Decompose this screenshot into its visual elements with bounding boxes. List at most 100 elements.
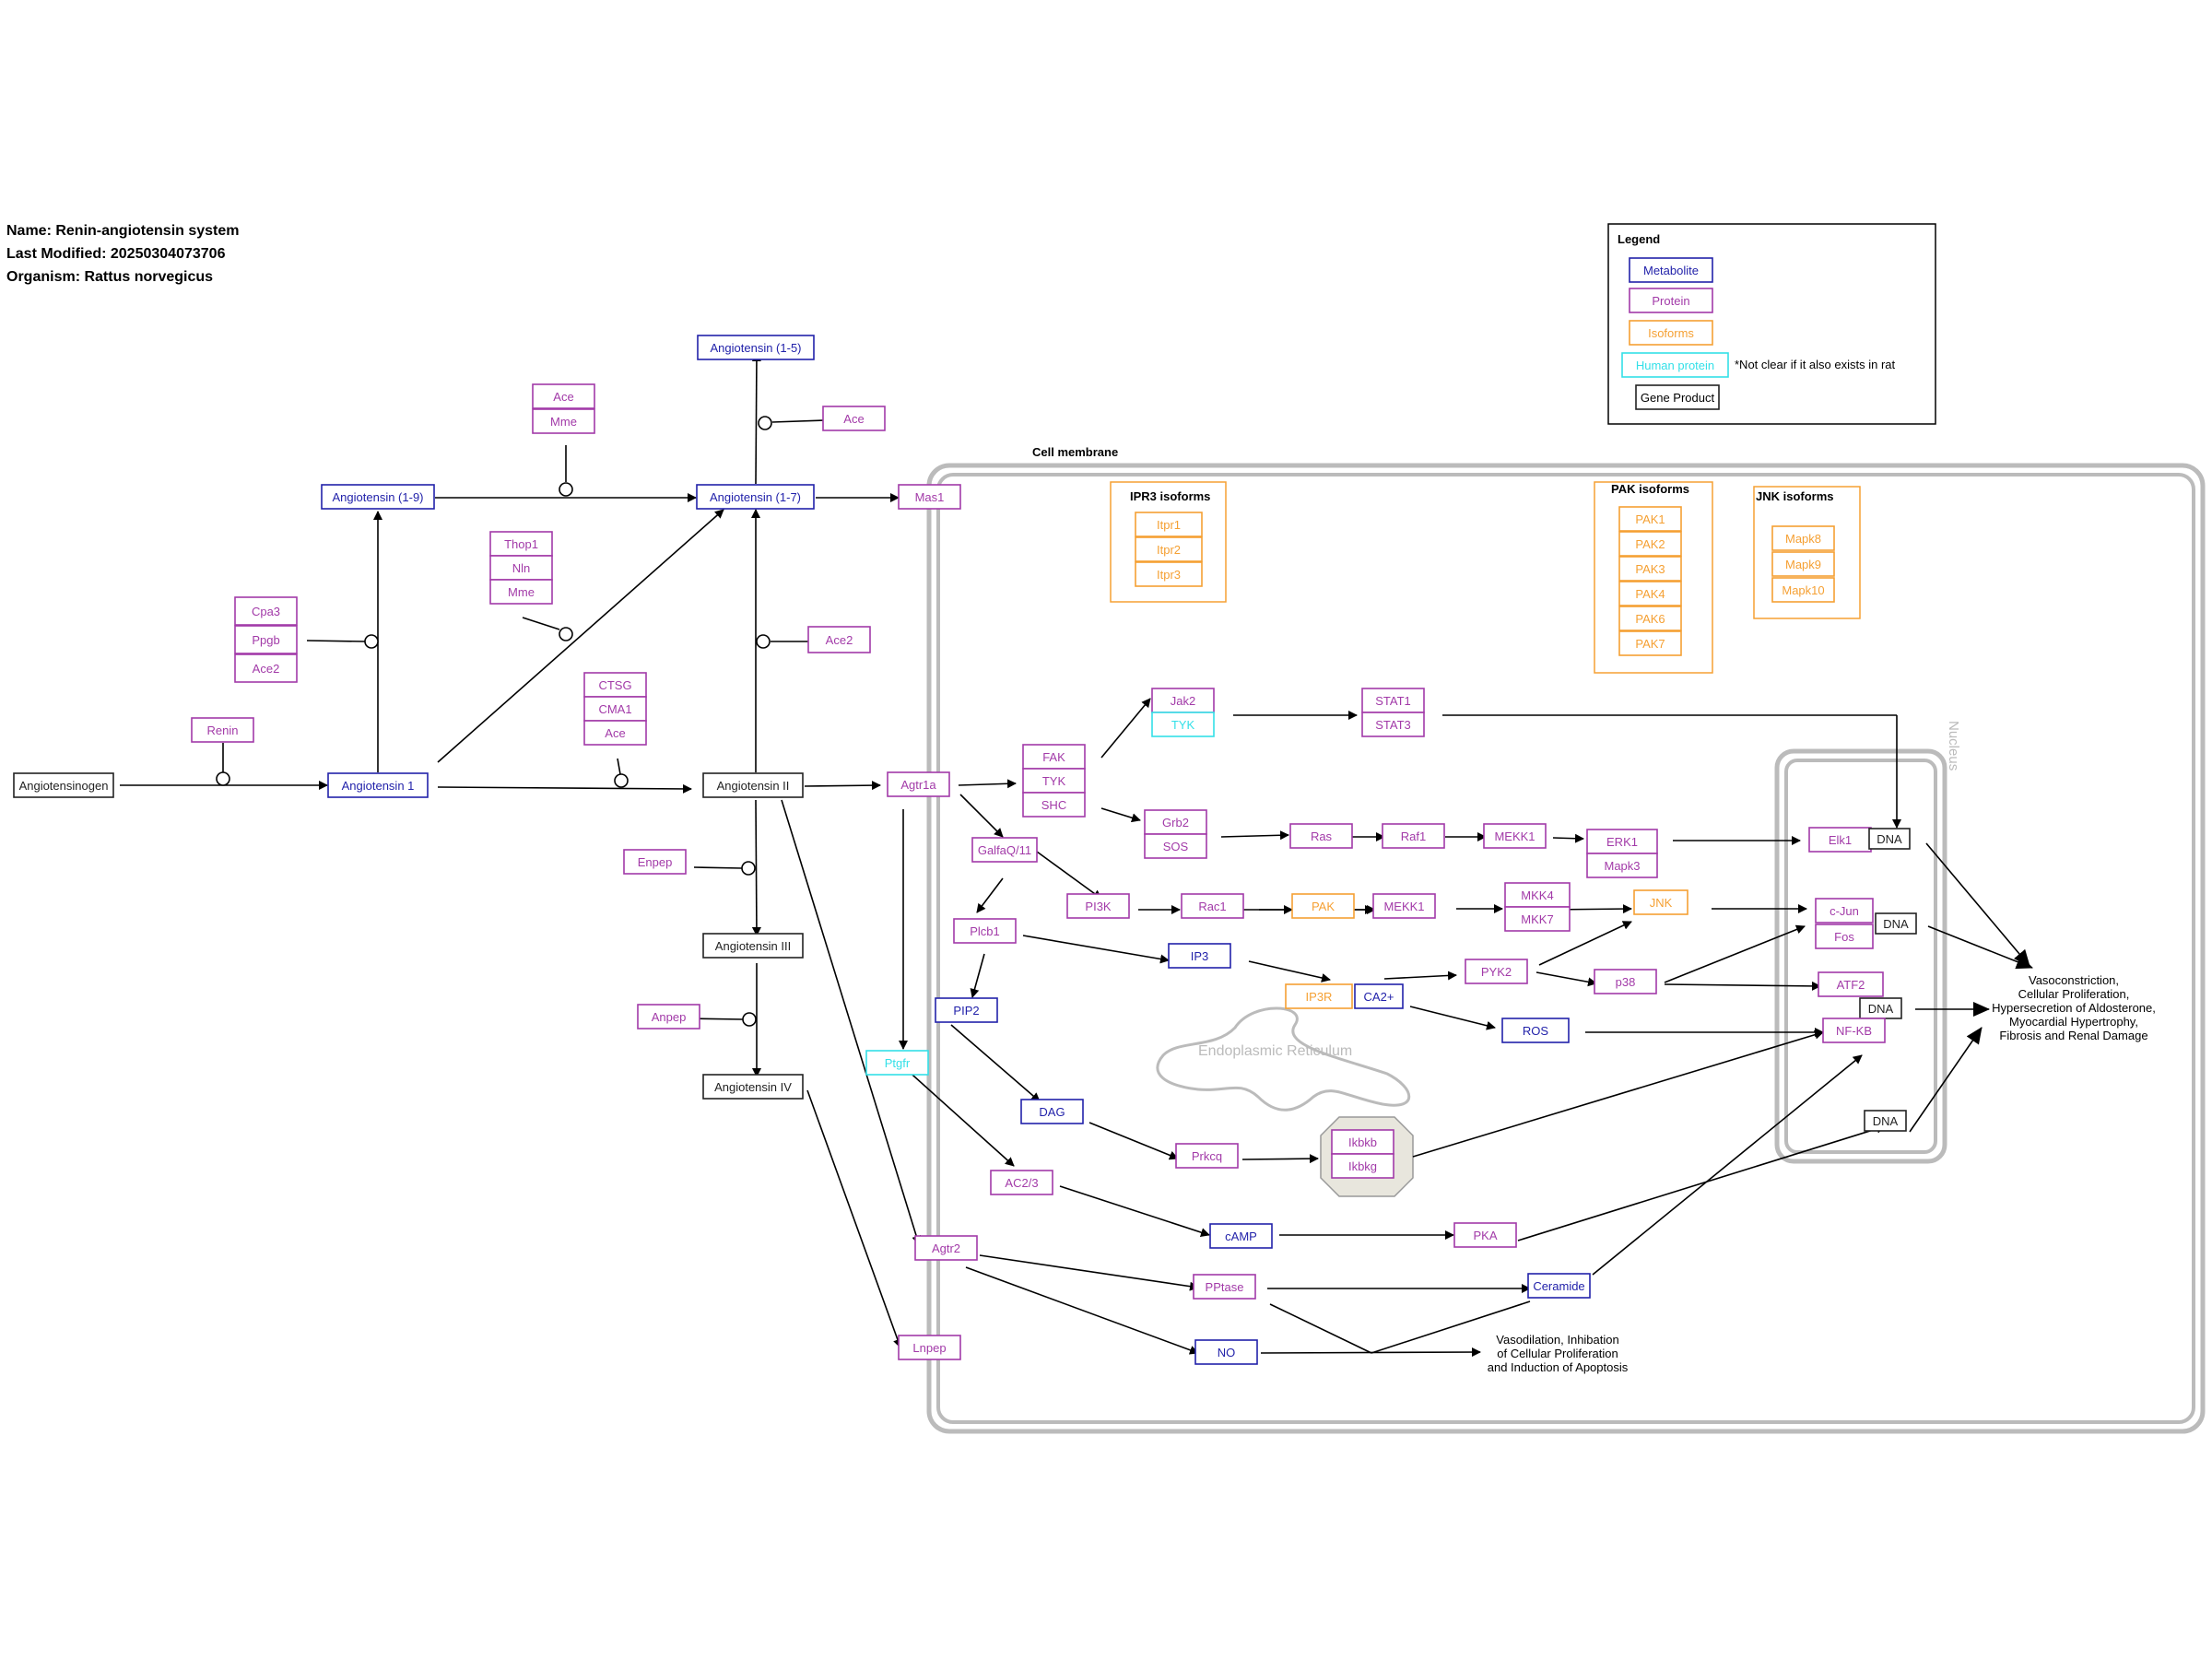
node-ace-mid[interactable]: Ace [583,720,647,746]
node-ang17[interactable]: Angiotensin (1-7) [696,484,815,510]
node-agtr1a[interactable]: Agtr1a [887,771,950,797]
node-thop1[interactable]: Thop1 [489,531,553,557]
node-ang19[interactable]: Angiotensin (1-9) [321,484,435,510]
node-shc[interactable]: SHC [1022,792,1086,818]
node-mkk7[interactable]: MKK7 [1504,906,1571,932]
node-ang1[interactable]: Angiotensin 1 [327,772,429,798]
node-mekk1b[interactable]: MEKK1 [1372,893,1436,919]
node-ras[interactable]: Ras [1289,823,1353,849]
node-pi3k[interactable]: PI3K [1066,893,1130,919]
node-pyk2[interactable]: PYK2 [1465,959,1528,984]
node-atf2[interactable]: ATF2 [1818,971,1884,997]
node-dna3[interactable]: DNA [1859,997,1902,1019]
node-ang3[interactable]: Angiotensin III [702,933,804,959]
node-pak[interactable]: PAK [1291,893,1355,919]
node-box [1361,688,1425,713]
node-nfkb[interactable]: NF-KB [1822,1018,1886,1043]
node-mapk10[interactable]: Mapk10 [1771,577,1835,603]
node-plcb1[interactable]: Plcb1 [953,918,1017,944]
node-atp6ap2[interactable]: Ptgfr [865,1050,929,1076]
node-p38[interactable]: p38 [1594,969,1657,994]
node-stat1[interactable]: STAT1 [1361,688,1425,713]
node-erk1[interactable]: ERK1 [1586,829,1658,854]
node-pak3[interactable]: PAK3 [1618,556,1682,582]
node-jnk[interactable]: JNK [1633,889,1688,915]
node-ip3[interactable]: IP3 [1168,943,1231,969]
node-ang2[interactable]: Angiotensin II [702,772,804,798]
node-fos[interactable]: Fos [1815,924,1874,949]
node-enpep[interactable]: Enpep [623,849,687,875]
node-label: Lnpep [912,1341,946,1355]
node-rac1[interactable]: Rac1 [1181,893,1244,919]
node-lnpep[interactable]: Lnpep [898,1335,961,1360]
node-elk1[interactable]: Elk1 [1808,827,1872,853]
node-renin[interactable]: Renin [191,717,254,743]
node-mas1[interactable]: Mas1 [898,484,961,510]
node-ip3r[interactable]: IP3R [1285,983,1353,1009]
node-itpr2[interactable]: Itpr2 [1135,536,1203,562]
node-ppgb[interactable]: Ppgb [234,625,298,654]
node-cjun[interactable]: c-Jun [1815,898,1874,924]
node-label: DNA [1883,917,1909,931]
node-pak1[interactable]: PAK1 [1618,506,1682,532]
node-cma1[interactable]: CMA1 [583,696,647,722]
node-sos[interactable]: SOS [1144,833,1207,859]
node-dag[interactable]: DAG [1020,1099,1084,1124]
node-ang15[interactable]: Angiotensin (1-5) [697,335,815,360]
node-tyk-a[interactable]: TYK [1022,768,1086,794]
node-pak7[interactable]: PAK7 [1618,630,1682,656]
node-mapk8[interactable]: Mapk8 [1771,525,1835,551]
node-prkcq[interactable]: Prkcq [1175,1143,1239,1169]
node-itpr3[interactable]: Itpr3 [1135,561,1203,587]
node-ace2a[interactable]: Ace2 [234,653,298,683]
node-pip2[interactable]: PIP2 [935,997,998,1023]
node-mapk3[interactable]: Mapk3 [1586,853,1658,878]
node-raf1[interactable]: Raf1 [1382,823,1445,849]
node-dna4[interactable]: DNA [1864,1110,1907,1132]
node-mkk4[interactable]: MKK4 [1504,882,1571,908]
node-dna2[interactable]: DNA [1875,912,1917,935]
node-pptase[interactable]: PPtase [1193,1274,1256,1300]
node-angiotensinogen[interactable]: Angiotensinogen [13,772,114,798]
node-pak2[interactable]: PAK2 [1618,531,1682,557]
node-dna1[interactable]: DNA [1868,828,1911,850]
node-ros[interactable]: ROS [1501,1018,1570,1043]
node-ikbkb[interactable]: Ikbkb [1331,1129,1394,1155]
node-mme-top[interactable]: Mme [532,408,595,434]
node-gq11[interactable]: GalfaQ/11 [971,837,1038,863]
node-ace-top[interactable]: Ace [532,383,595,409]
node-ace2b[interactable]: Ace2 [807,626,871,653]
node-nln[interactable]: Nln [489,555,553,581]
node-ikbkg[interactable]: Ikbkg [1331,1153,1394,1179]
node-stat3[interactable]: STAT3 [1361,712,1425,737]
node-itpr1[interactable]: Itpr1 [1135,512,1203,537]
node-label: AC2/3 [1005,1176,1038,1190]
node-fak[interactable]: FAK [1022,744,1086,770]
node-tyk-h[interactable]: TYK [1151,712,1215,737]
node-ace-r[interactable]: Ace [822,406,886,431]
node-ceramide[interactable]: Ceramide [1527,1273,1591,1299]
node-label: MEKK1 [1383,900,1424,913]
node-pak4[interactable]: PAK4 [1618,581,1682,606]
node-box [1504,882,1571,908]
node-agtr2[interactable]: Agtr2 [914,1235,978,1261]
node-mme2[interactable]: Mme [489,579,553,605]
node-ca2[interactable]: CA2+ [1354,983,1404,1009]
node-label: Ace [553,390,573,404]
node-jak2[interactable]: Jak2 [1151,688,1215,713]
node-label: Grb2 [1162,816,1189,830]
node-no[interactable]: NO [1194,1339,1258,1365]
node-ctsg[interactable]: CTSG [583,672,647,698]
node-ac23[interactable]: AC2/3 [990,1170,1053,1195]
node-grb2[interactable]: Grb2 [1144,809,1207,835]
node-mekk1a[interactable]: MEKK1 [1483,823,1547,849]
node-camp[interactable]: cAMP [1209,1223,1273,1249]
node-pak6[interactable]: PAK6 [1618,606,1682,631]
node-mapk9[interactable]: Mapk9 [1771,551,1835,577]
node-box [1618,630,1682,656]
node-anpep[interactable]: Anpep [637,1004,700,1030]
node-ang4[interactable]: Angiotensin IV [702,1074,804,1100]
node-cpa3[interactable]: Cpa3 [234,596,298,626]
node-box [822,406,886,431]
node-pka[interactable]: PKA [1453,1222,1517,1248]
